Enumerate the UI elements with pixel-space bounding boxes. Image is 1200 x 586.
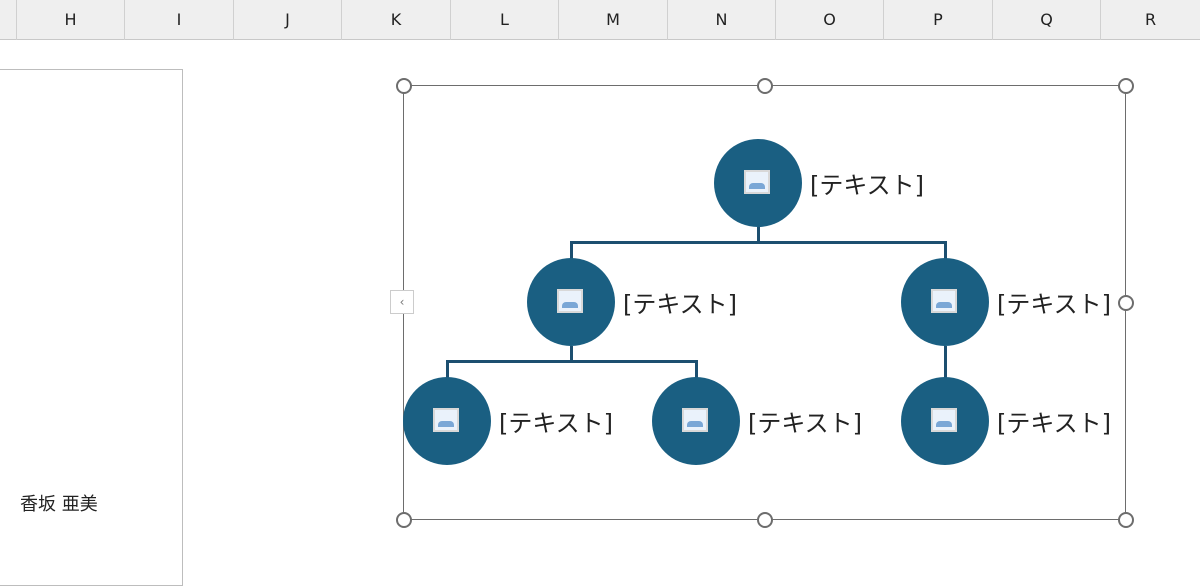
column-header-l[interactable]: L (450, 0, 558, 40)
connector (944, 346, 947, 378)
node-label[interactable]: [テキスト] (623, 290, 738, 319)
org-node[interactable] (527, 258, 615, 346)
connector (570, 346, 573, 362)
text-box-text: 香坂 亜美 (20, 494, 98, 515)
picture-placeholder-icon[interactable] (744, 170, 770, 194)
column-header-bar: H I J K L M N O P Q R (0, 0, 1200, 40)
connector (695, 360, 698, 378)
column-header-m[interactable]: M (558, 0, 667, 40)
connector (944, 241, 947, 260)
connector (446, 360, 698, 363)
column-header-n[interactable]: N (667, 0, 775, 40)
node-label[interactable]: [テキスト] (499, 409, 614, 438)
connector (757, 227, 760, 244)
resize-handle[interactable] (1118, 512, 1134, 528)
connector (446, 360, 449, 378)
picture-placeholder-icon[interactable] (931, 289, 957, 313)
column-header-r[interactable]: R (1100, 0, 1200, 40)
org-node[interactable] (652, 377, 740, 465)
text-box-shape[interactable]: 香坂 亜美 (0, 69, 183, 586)
resize-handle[interactable] (1118, 295, 1134, 311)
org-node[interactable] (901, 377, 989, 465)
column-header-o[interactable]: O (775, 0, 883, 40)
text-pane-toggle-button[interactable]: ‹ (390, 290, 414, 314)
connector (570, 241, 573, 260)
picture-placeholder-icon[interactable] (433, 408, 459, 432)
node-label[interactable]: [テキスト] (810, 171, 925, 200)
column-header-i[interactable]: I (124, 0, 233, 40)
resize-handle[interactable] (396, 78, 412, 94)
column-header-g[interactable] (0, 0, 16, 40)
resize-handle[interactable] (396, 512, 412, 528)
node-label[interactable]: [テキスト] (997, 409, 1112, 438)
node-label[interactable]: [テキスト] (748, 409, 863, 438)
picture-placeholder-icon[interactable] (557, 289, 583, 313)
column-header-j[interactable]: J (233, 0, 341, 40)
resize-handle[interactable] (757, 78, 773, 94)
picture-placeholder-icon[interactable] (931, 408, 957, 432)
picture-placeholder-icon[interactable] (682, 408, 708, 432)
column-header-h[interactable]: H (16, 0, 124, 40)
connector (570, 241, 947, 244)
org-node[interactable] (403, 377, 491, 465)
column-header-q[interactable]: Q (992, 0, 1100, 40)
column-header-k[interactable]: K (341, 0, 450, 40)
column-header-p[interactable]: P (883, 0, 992, 40)
org-node[interactable] (714, 139, 802, 227)
org-node[interactable] (901, 258, 989, 346)
node-label[interactable]: [テキスト] (997, 290, 1112, 319)
resize-handle[interactable] (757, 512, 773, 528)
resize-handle[interactable] (1118, 78, 1134, 94)
